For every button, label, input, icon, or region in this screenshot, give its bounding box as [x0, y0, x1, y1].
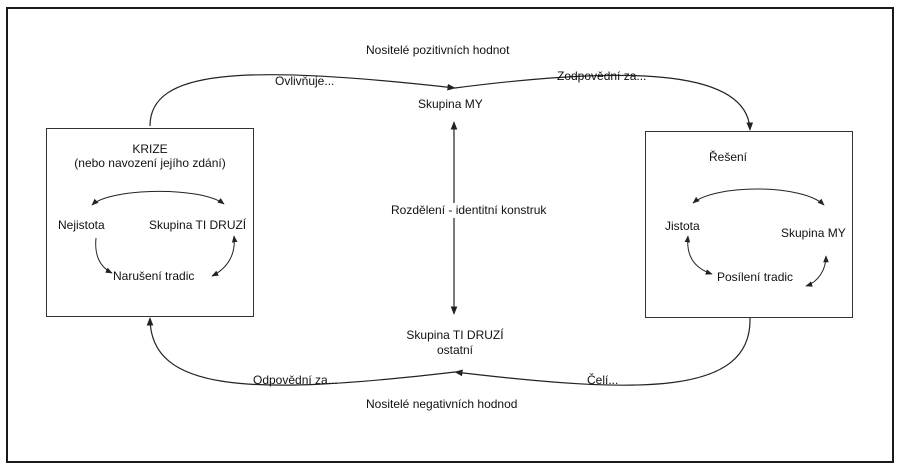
group-us-node: Skupina MY: [418, 97, 483, 111]
group-us-solution-node: Skupina MY: [781, 226, 846, 240]
uncertainty-node: Nejistota: [58, 218, 105, 232]
group-others-node: Skupina TI DRUZÍ ostatní: [384, 328, 526, 358]
crisis-subtitle: (nebo navození jejího zdání): [74, 156, 226, 170]
left-cycle-arrow-top: [91, 190, 225, 206]
left-cycle-arrow-left: [95, 237, 113, 274]
arc-answerable-for: [146, 317, 456, 386]
certainty-node: Jistota: [665, 219, 700, 233]
positive-values-title: Nositelé pozitivních hodnot: [366, 43, 510, 57]
influences-label: Ovlivňuje...: [275, 74, 335, 88]
tradition-strengthening-node: Posílení tradic: [717, 270, 794, 284]
right-cycle-arrow-left: [684, 235, 713, 275]
right-cycle-arrow-top: [692, 188, 825, 206]
arc-responsible-for: [454, 74, 754, 131]
crisis-box: [46, 128, 254, 317]
right-cycle-arrow-right: [805, 255, 829, 287]
crisis-title: KRIZE: [132, 142, 168, 156]
identity-construct-label: Rozdělení - identitní konstruk: [390, 203, 548, 218]
negative-values-title: Nositelé negativních hodnod: [366, 397, 518, 411]
group-others-crisis-node: Skupina TI DRUZÍ: [149, 218, 247, 232]
solution-title: Řešení: [708, 150, 748, 164]
responsible-for-label: Zodpovědní za...: [557, 69, 647, 83]
tradition-disruption-node: Narušení tradic: [113, 269, 195, 283]
faces-label: Čelí...: [587, 373, 619, 387]
arc-influences: [149, 74, 456, 127]
arc-faces: [454, 317, 751, 386]
solution-box: [645, 131, 853, 318]
group-others-line1: Skupina TI DRUZÍ: [406, 328, 504, 342]
group-others-line2: ostatní: [436, 343, 474, 357]
diagram-frame: [6, 7, 894, 463]
answerable-for-label: Odpovědní za...: [253, 373, 338, 387]
left-cycle-arrow-right: [211, 235, 238, 277]
